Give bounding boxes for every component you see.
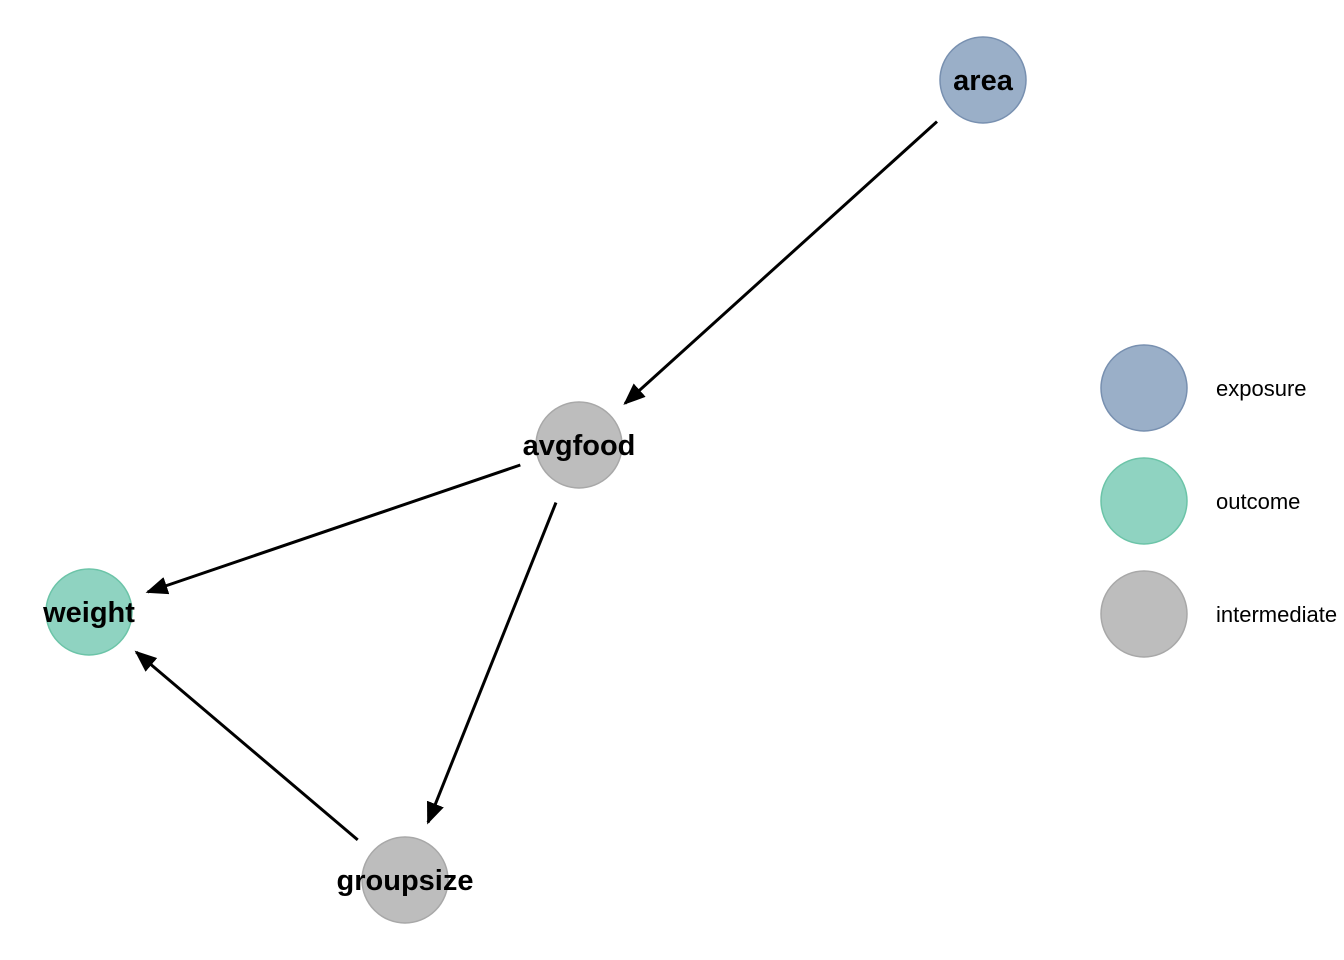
node-circle-avgfood — [535, 401, 623, 489]
legend-label-intermediate: intermediate — [1216, 602, 1337, 627]
edge-avgfood-to-groupsize — [426, 502, 558, 825]
legend-label-outcome: outcome — [1216, 489, 1300, 514]
node-label-avgfood: avgfood — [523, 430, 636, 462]
edge-avgfood-to-weight — [145, 463, 521, 595]
node-circle-area — [939, 36, 1027, 124]
edge-groupsize-to-weight — [134, 650, 359, 842]
node-label-groupsize: groupsize — [337, 865, 474, 897]
legend-item-exposure: exposure — [1100, 344, 1307, 432]
legend-label-exposure: exposure — [1216, 376, 1307, 401]
node-circle-groupsize — [361, 836, 449, 924]
node-area: area — [939, 36, 1027, 124]
legend-key-exposure — [1100, 344, 1188, 432]
legend-key-outcome — [1100, 457, 1188, 545]
legend: exposure outcome intermediate — [1100, 344, 1337, 658]
edges-layer — [134, 120, 939, 842]
node-avgfood: avgfood — [523, 401, 636, 489]
legend-item-intermediate: intermediate — [1100, 570, 1337, 658]
node-groupsize: groupsize — [337, 836, 474, 924]
node-label-area: area — [953, 65, 1014, 97]
nodes-layer: area avgfood weight groupsize — [42, 36, 1027, 924]
legend-key-intermediate — [1100, 570, 1188, 658]
node-weight: weight — [42, 568, 135, 656]
node-circle-weight — [45, 568, 133, 656]
node-label-weight: weight — [42, 597, 135, 629]
legend-item-outcome: outcome — [1100, 457, 1300, 545]
edge-area-to-avgfood — [623, 120, 939, 405]
